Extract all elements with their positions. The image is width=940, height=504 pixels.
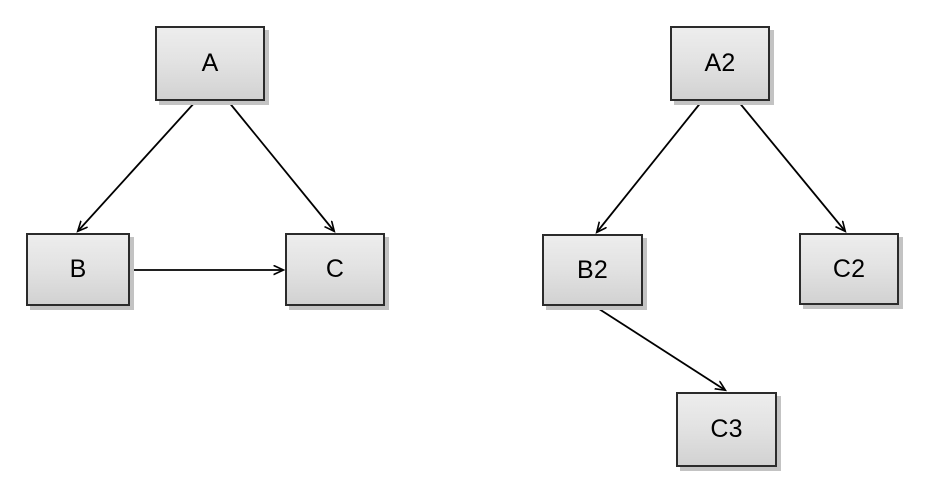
node-a2[interactable]: A2 [670,26,770,101]
edge-a2-to-b2 [597,100,703,232]
edge-a-to-c [227,100,334,231]
node-label-c: C [325,255,345,283]
edges-group [78,100,845,390]
node-b2[interactable]: B2 [542,234,643,306]
node-label-a2: A2 [704,49,736,77]
node-c[interactable]: C [285,233,385,306]
edge-a-to-b [78,100,197,231]
node-label-c2: C2 [832,254,866,283]
node-c2[interactable]: C2 [799,233,899,305]
node-a[interactable]: A [155,26,265,101]
edge-b2-to-c3 [595,306,725,390]
node-label-a: A [201,49,219,77]
node-c3[interactable]: C3 [676,392,777,467]
node-label-c3: C3 [710,415,743,443]
node-label-b: B [69,255,87,283]
node-label-b2: B2 [577,255,608,284]
node-b[interactable]: B [26,233,130,306]
edge-a2-to-c2 [737,100,845,231]
